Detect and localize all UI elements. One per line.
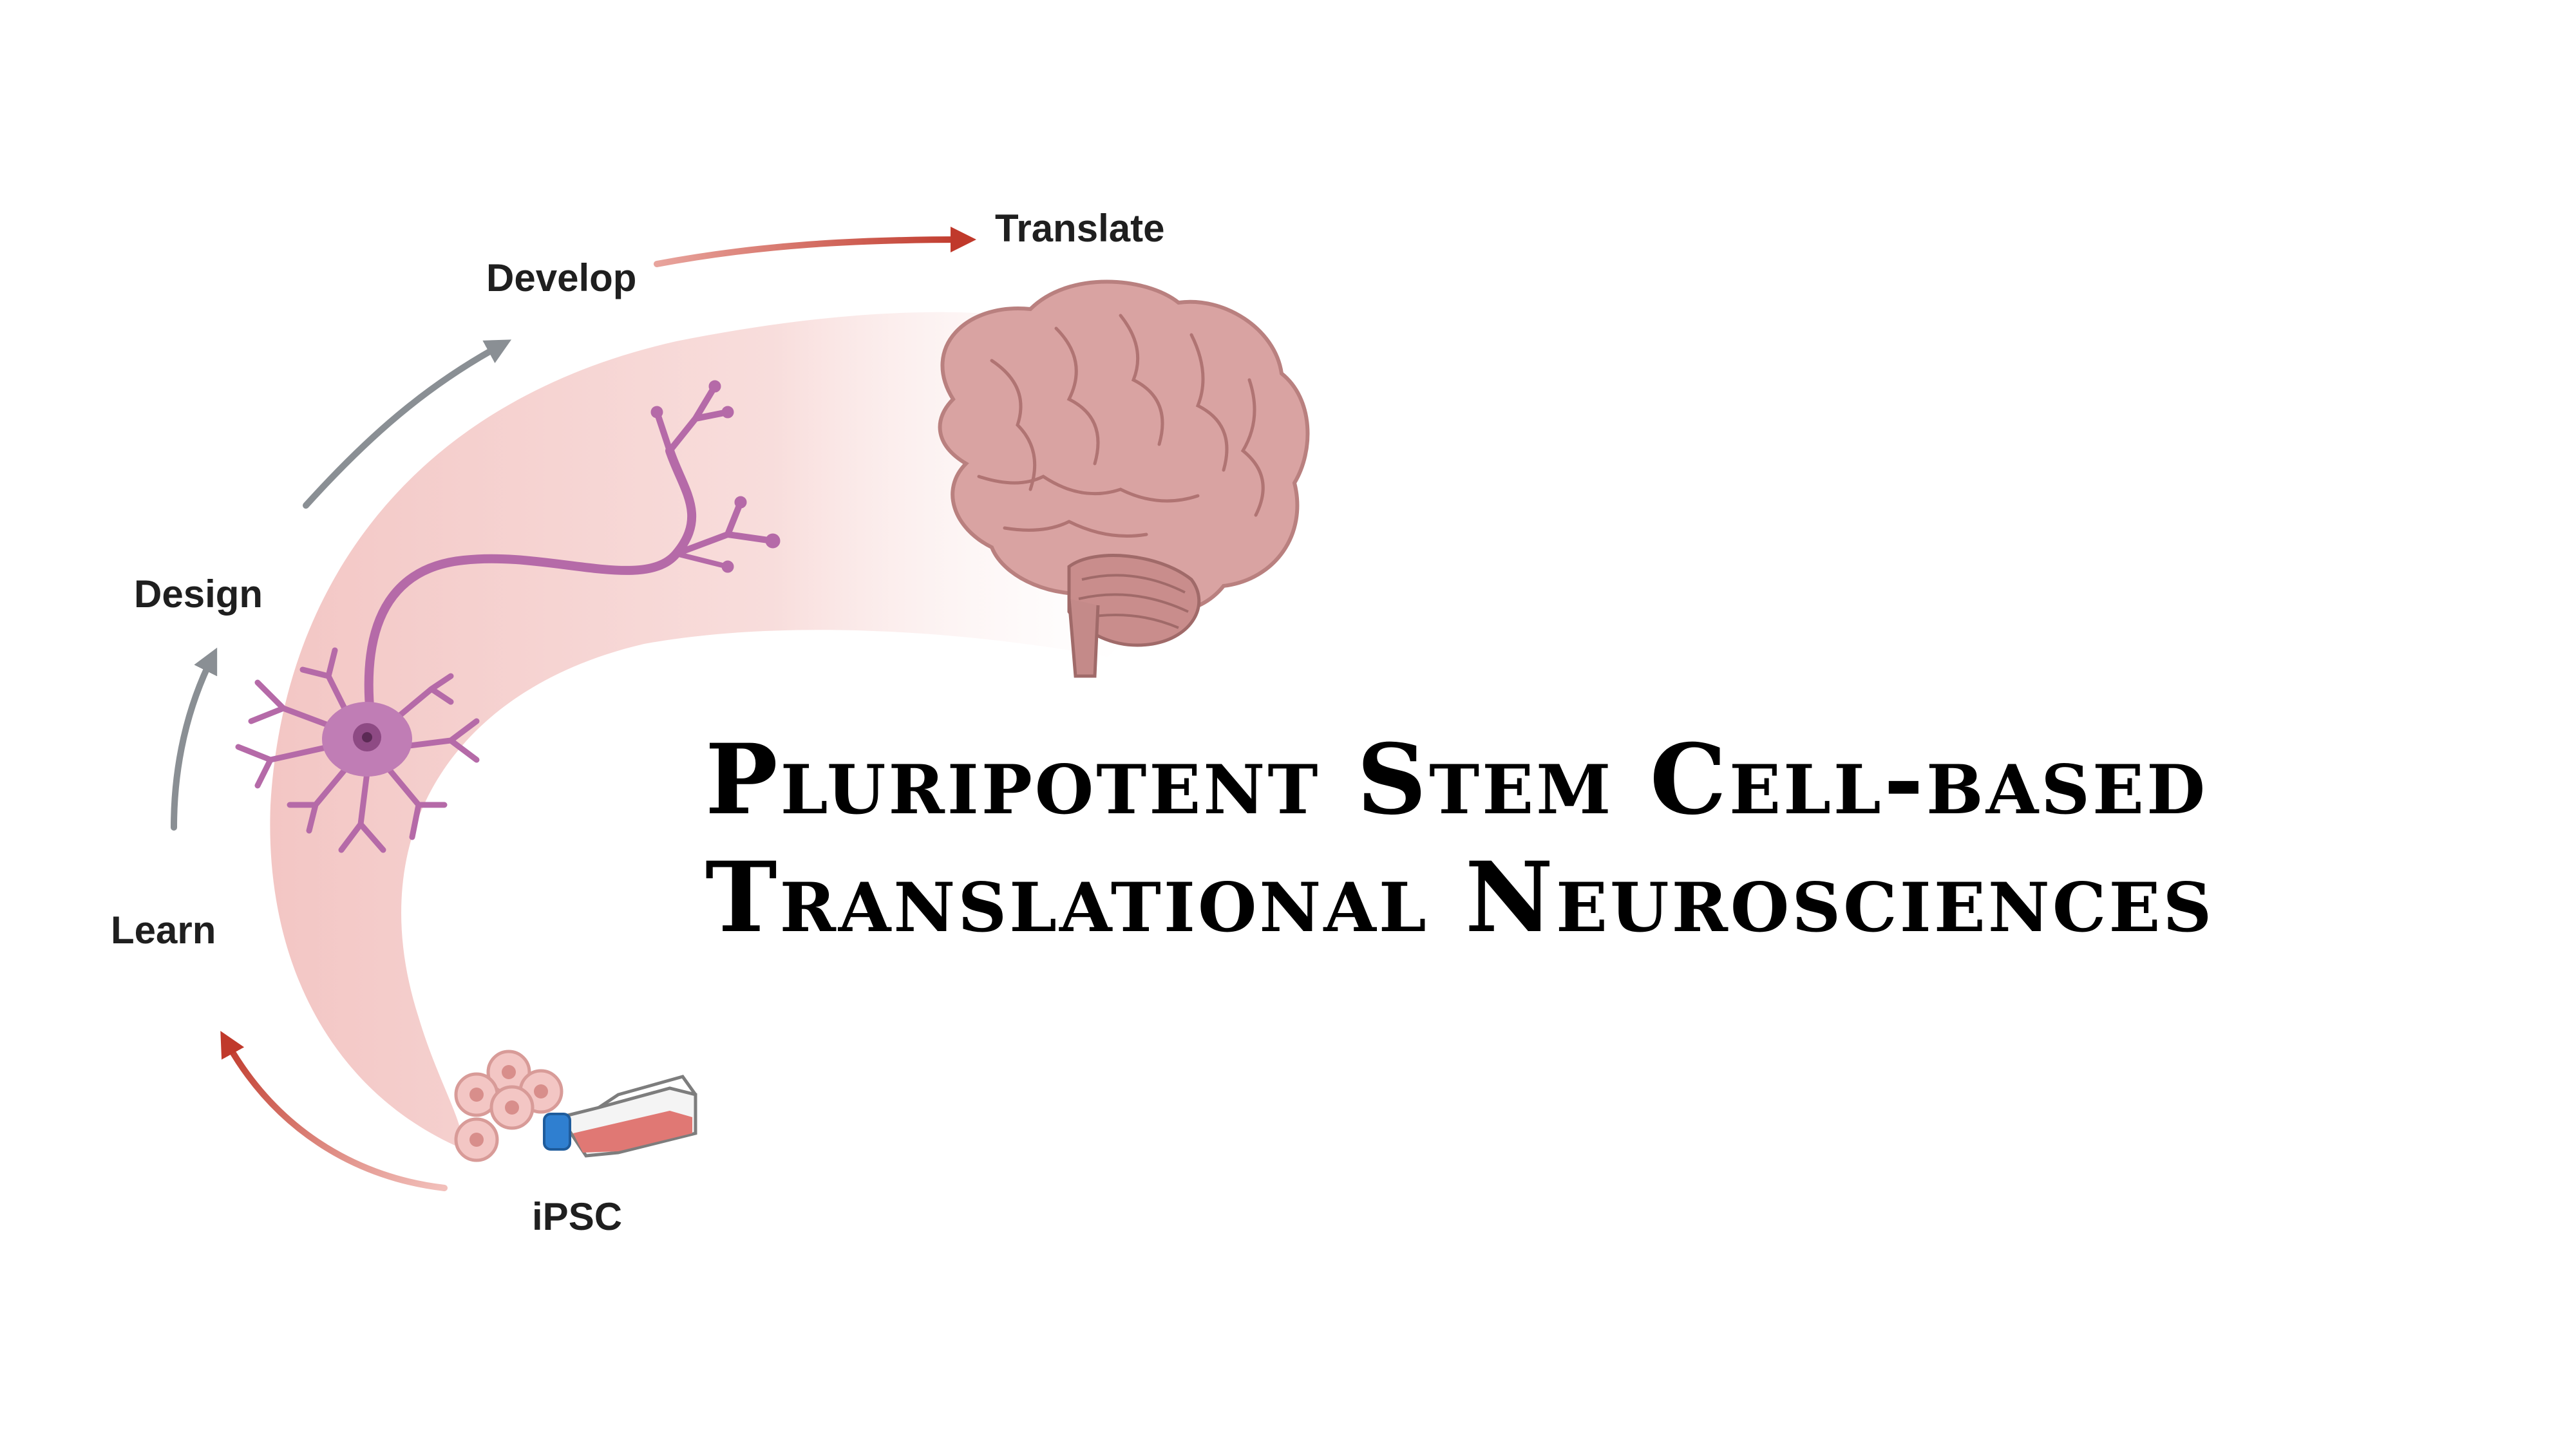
learn-arrow xyxy=(220,1030,448,1191)
brain-icon xyxy=(938,279,1310,678)
progression-band xyxy=(270,312,1186,1149)
culture-flask-icon xyxy=(543,1075,697,1158)
cell-cluster-icon xyxy=(454,1050,564,1162)
page-title: Pluripotent Stem Cell-based Translationa… xyxy=(705,721,2214,957)
design-label: Design xyxy=(134,572,263,616)
translate-arrow xyxy=(654,227,976,267)
title-line-2: Translational Neurosciences xyxy=(705,841,2215,954)
develop-label: Develop xyxy=(486,256,637,299)
title-line-1: Pluripotent Stem Cell-based xyxy=(705,723,2208,836)
learn-label: Learn xyxy=(111,909,216,952)
design-arrow xyxy=(171,647,218,831)
develop-arrow xyxy=(303,339,512,509)
neuron-icon xyxy=(235,380,781,853)
translate-label: Translate xyxy=(995,207,1165,250)
ipsc-label: iPSC xyxy=(532,1195,623,1238)
